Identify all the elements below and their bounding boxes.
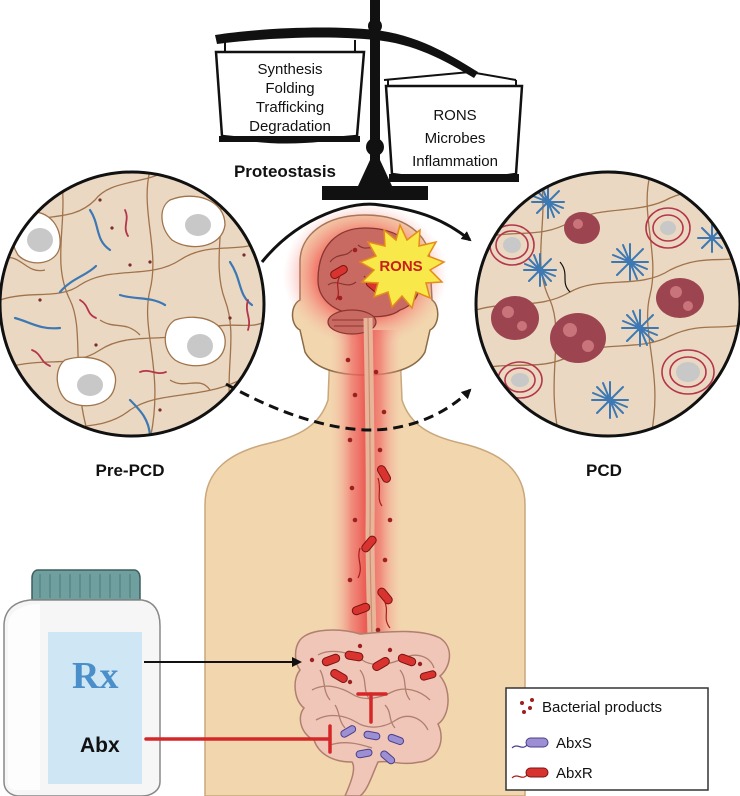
right-pan-line-2: Microbes: [425, 130, 486, 147]
purple-bacterium-icon: [511, 737, 549, 749]
pcd-label: PCD: [586, 461, 622, 480]
solid-progression-arrow: [260, 202, 472, 263]
proteostasis-caption: Proteostasis: [234, 162, 336, 181]
legend-abxs: AbxS: [556, 735, 592, 752]
left-pan-line-2: Folding: [265, 80, 314, 97]
antibiotic-bottle: Rx Abx: [3, 569, 161, 796]
rons-burst: RONS: [358, 222, 446, 310]
left-pan-line-4: Degradation: [249, 118, 331, 135]
proteostasis-scale: Synthesis Folding Trafficking Degradatio…: [214, 0, 524, 200]
pcd-circle: PCD: [474, 170, 740, 480]
pre-pcd-circle: Pre-PCD: [0, 170, 266, 480]
pre-pcd-label: Pre-PCD: [96, 461, 165, 480]
legend: Bacterial products AbxS AbxR: [505, 687, 709, 791]
rx-label: Rx: [72, 655, 118, 697]
left-pan-line-3: Trafficking: [256, 99, 324, 116]
gut-inhibition-mark: [356, 692, 388, 724]
left-pan-line-1: Synthesis: [257, 61, 322, 78]
star-cluster-icon: [520, 698, 534, 714]
legend-abxr: AbxR: [556, 765, 593, 782]
legend-bacterial-products: Bacterial products: [542, 699, 662, 716]
rons-burst-label: RONS: [379, 258, 422, 275]
abx-inhibition-line: [144, 724, 332, 754]
abx-label: Abx: [80, 734, 120, 757]
red-bacterium-icon: [511, 767, 549, 779]
right-pan-line-3: Inflammation: [412, 153, 498, 170]
right-pan-line-1: RONS: [433, 107, 476, 124]
dashed-progression-arrow: [225, 382, 472, 432]
